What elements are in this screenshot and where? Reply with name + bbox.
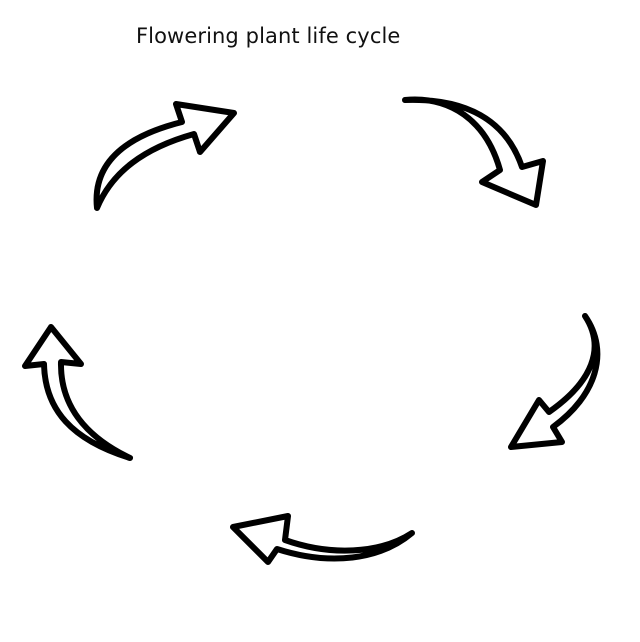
cycle-arrow-left-icon	[22, 324, 133, 461]
cycle-arrow-right-icon	[508, 313, 601, 450]
cycle-arrow-top-left-icon	[93, 101, 237, 211]
cycle-arrow-top-right-icon	[402, 96, 546, 208]
cycle-arrow-bottom-icon	[230, 513, 415, 565]
diagram-title: Flowering plant life cycle	[136, 24, 401, 48]
